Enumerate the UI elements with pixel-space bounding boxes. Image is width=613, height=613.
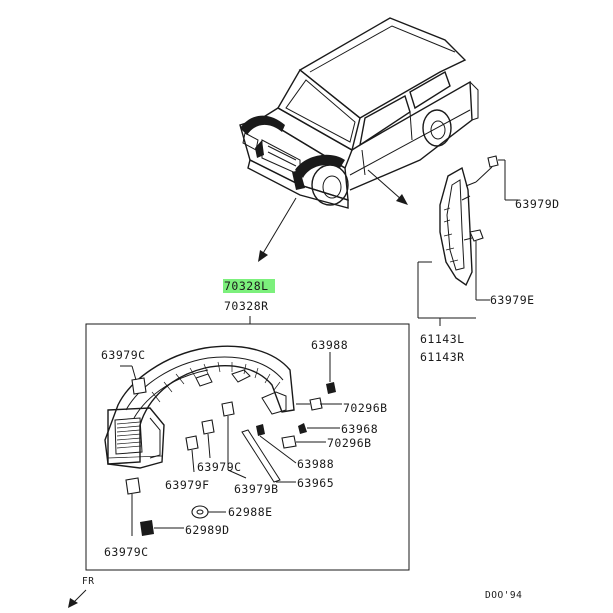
label-61143L: 61143L <box>420 332 465 346</box>
mud-guard-assembly <box>417 155 518 326</box>
label-63979B[interactable]: 63979B <box>234 482 279 496</box>
label-62989D[interactable]: 62989D <box>185 523 230 537</box>
label-63968[interactable]: 63968 <box>341 422 378 436</box>
front-direction-marker: FR <box>68 576 94 608</box>
hardware <box>120 352 342 536</box>
label-63988-top[interactable]: 63988 <box>311 338 348 352</box>
label-63979E: 63979E <box>490 293 535 307</box>
label-63988-mid[interactable]: 63988 <box>297 457 334 471</box>
label-63979C-top[interactable]: 63979C <box>101 348 146 362</box>
label-62988E[interactable]: 62988E <box>228 505 273 519</box>
front-arrow-icon <box>68 598 78 608</box>
label-63979C-bot[interactable]: 63979C <box>104 545 149 559</box>
vehicle-illustration <box>239 17 479 209</box>
front-label: FR <box>82 576 94 587</box>
highlight-70328L <box>223 279 275 293</box>
label-70296B-mid[interactable]: 70296B <box>327 436 372 450</box>
diagram-code: DOO'94 <box>485 590 522 601</box>
label-63979C-mid[interactable]: 63979C <box>197 460 242 474</box>
label-63979D: 63979D <box>515 197 560 211</box>
label-61143R: 61143R <box>420 350 465 364</box>
label-70328L[interactable]: 70328L <box>224 279 269 293</box>
assembly-box <box>85 323 410 571</box>
fender-liner <box>104 345 295 469</box>
leader-arrows <box>258 169 408 262</box>
label-70296B-top[interactable]: 70296B <box>343 401 388 415</box>
label-63979F[interactable]: 63979F <box>165 478 210 492</box>
label-70328R[interactable]: 70328R <box>224 299 269 313</box>
label-63965[interactable]: 63965 <box>297 476 334 490</box>
